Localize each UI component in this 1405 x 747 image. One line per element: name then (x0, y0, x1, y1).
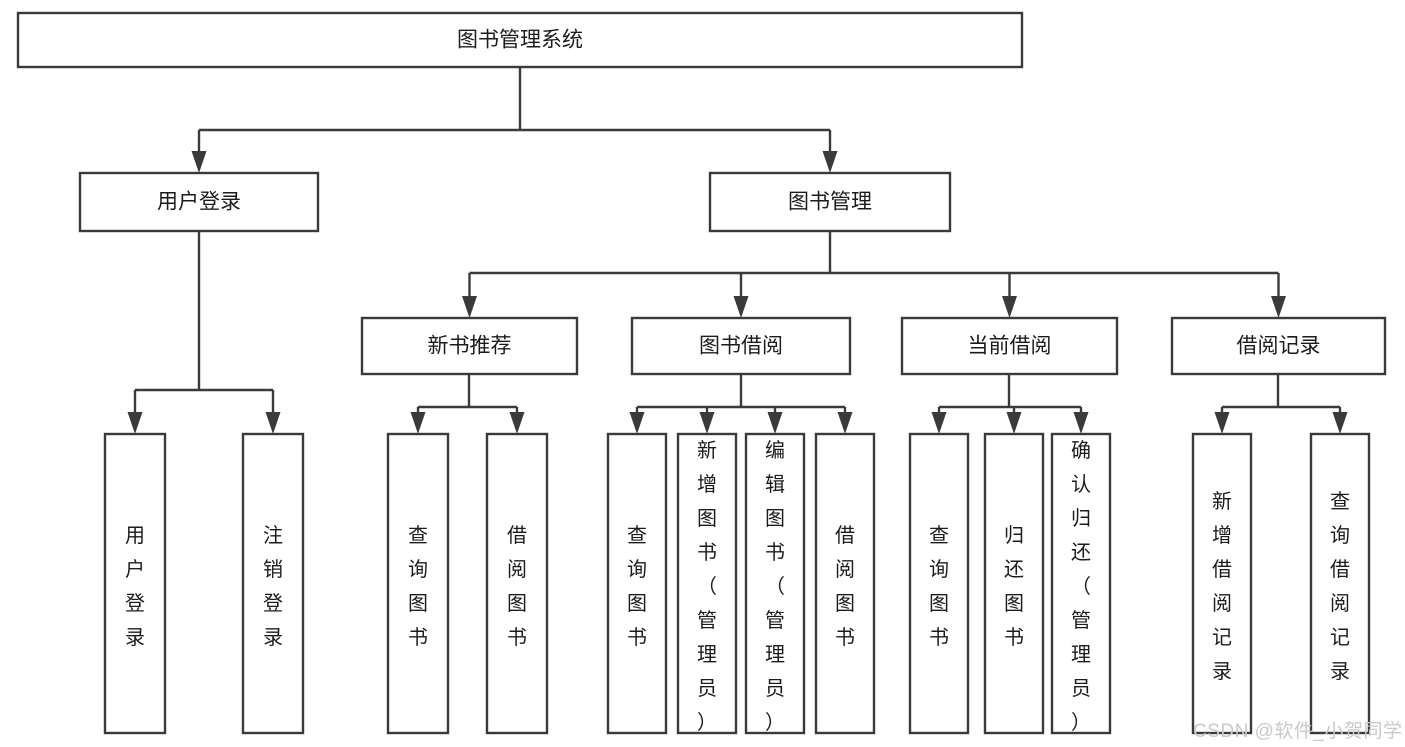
node-label: 归还图书 (1004, 524, 1024, 649)
node-label: 新书推荐 (428, 335, 512, 358)
node-borrow-record[interactable]: 借阅记录 (1170, 316, 1387, 376)
node-layer: 图书管理系统用户登录图书管理新书推荐图书借阅当前借阅借阅记录用户登录注销登录查询… (16, 11, 1387, 735)
node-label: 查询图书 (627, 524, 647, 649)
connector-conn-bookborrow-bus (629, 374, 853, 434)
node-leaf-user-login[interactable]: 用户登录 (103, 432, 167, 735)
node-label: 注销登录 (263, 524, 283, 649)
node-label: 用户登录 (125, 525, 145, 649)
node-leaf-borrow-book-rec[interactable]: 借阅图书 (485, 432, 549, 735)
node-label: 图书管理系统 (457, 29, 583, 52)
node-new-book-rec[interactable]: 新书推荐 (360, 316, 579, 376)
node-leaf-confirm-return[interactable]: 确认归还（管理员） (1050, 432, 1112, 735)
node-leaf-query-book-borrow[interactable]: 查询图书 (606, 432, 668, 735)
node-label: 借阅记录 (1237, 335, 1321, 358)
connector-conn-borrowrecord-bus (1214, 374, 1348, 434)
connector-layer (127, 67, 1348, 434)
node-label: 当前借阅 (968, 335, 1052, 358)
connector-conn-root-bus (191, 67, 838, 173)
node-book-manage[interactable]: 图书管理 (708, 171, 952, 233)
node-label: 确认归还（管理员） (1071, 439, 1091, 734)
connector-conn-newbook-bus (410, 374, 525, 434)
connector-conn-bookmanage-bus (462, 231, 1286, 318)
node-leaf-query-borrow-record[interactable]: 查询借阅记录 (1309, 432, 1371, 735)
node-label: 借阅图书 (835, 524, 855, 649)
connector-conn-currentborrow-bus (931, 374, 1089, 434)
node-leaf-add-borrow-record[interactable]: 新增借阅记录 (1191, 432, 1253, 735)
node-label: 用户登录 (157, 191, 241, 214)
node-leaf-borrow-book[interactable]: 借阅图书 (814, 432, 876, 735)
node-leaf-add-book[interactable]: 新增图书（管理员） (676, 432, 738, 735)
node-book-borrow[interactable]: 图书借阅 (630, 316, 852, 376)
node-label: 新增图书（管理员） (697, 439, 717, 734)
node-leaf-return-book[interactable]: 归还图书 (983, 432, 1045, 735)
node-label: 新增借阅记录 (1212, 490, 1232, 683)
node-leaf-query-book-current[interactable]: 查询图书 (908, 432, 970, 735)
node-root[interactable]: 图书管理系统 (16, 11, 1024, 69)
node-leaf-logout[interactable]: 注销登录 (241, 432, 305, 735)
node-leaf-query-book-rec[interactable]: 查询图书 (386, 432, 450, 735)
node-leaf-edit-book[interactable]: 编辑图书（管理员） (744, 432, 806, 735)
node-label: 图书借阅 (699, 335, 783, 358)
node-user-login[interactable]: 用户登录 (78, 171, 320, 233)
connector-conn-userlogin-bus (127, 231, 281, 434)
node-label: 编辑图书（管理员） (765, 439, 785, 734)
node-label: 借阅图书 (507, 524, 527, 649)
node-current-borrow[interactable]: 当前借阅 (900, 316, 1119, 376)
node-label: 查询借阅记录 (1330, 490, 1350, 683)
node-label: 查询图书 (408, 524, 428, 649)
csdn-watermark: CSDN @软件_小贺同学 (1193, 721, 1403, 742)
node-label: 图书管理 (788, 191, 872, 214)
node-label: 查询图书 (929, 524, 949, 649)
